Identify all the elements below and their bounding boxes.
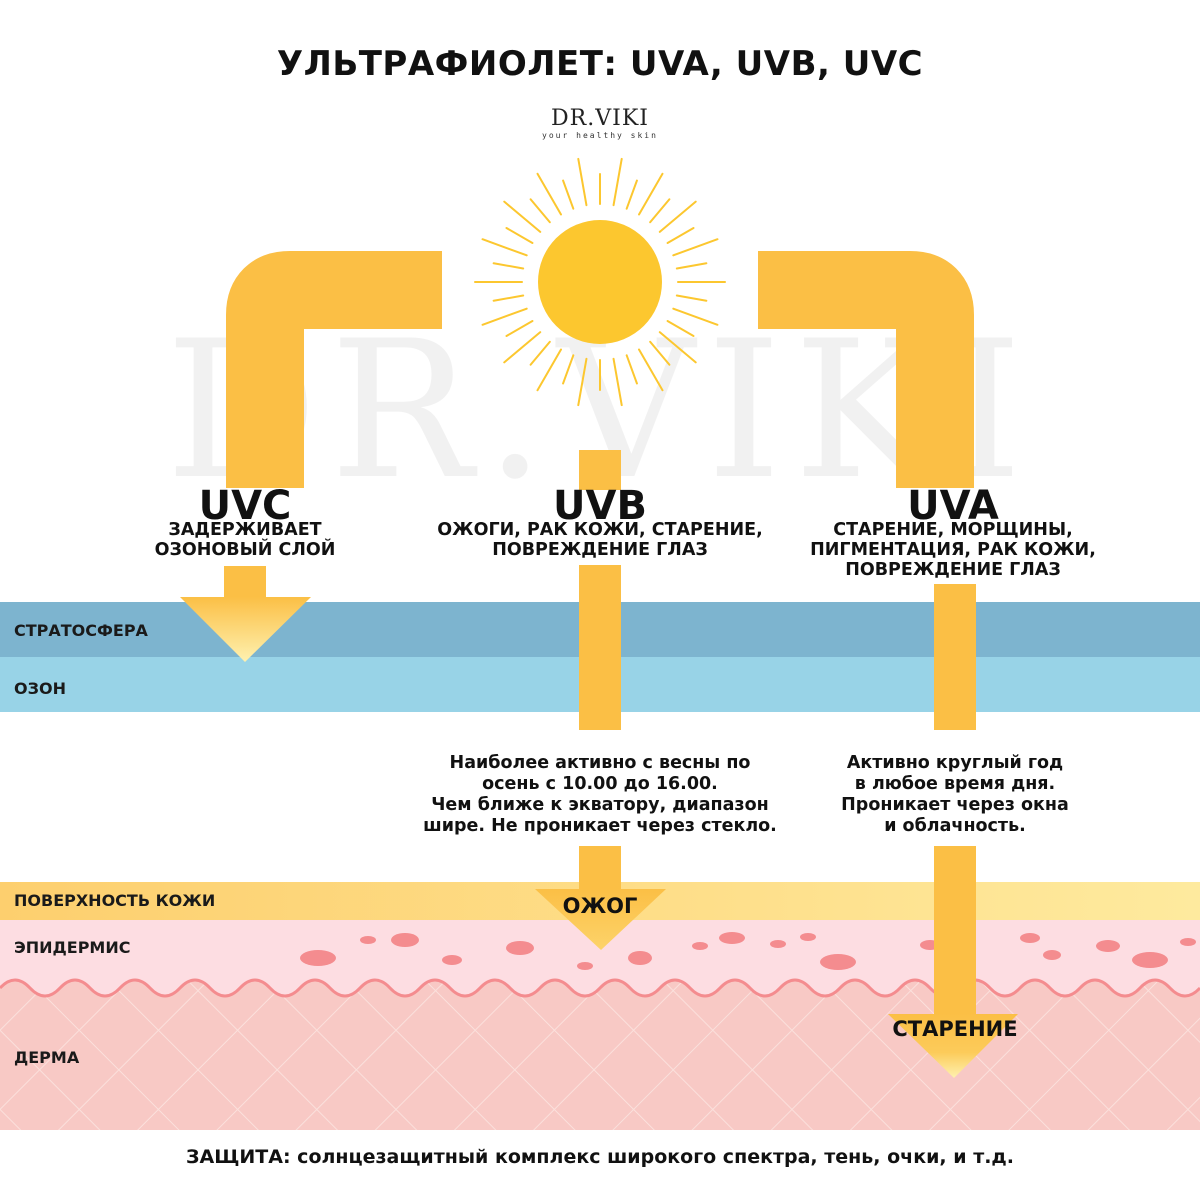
logo-tagline: your healthy skin: [542, 131, 658, 140]
uvb-info-line: Наиболее активно с весны по: [449, 753, 751, 773]
sun-ray: [638, 348, 664, 392]
sun-ray: [536, 348, 562, 392]
uva-info: Активно круглый год в любое время дня. П…: [800, 753, 1110, 837]
sun-ray: [562, 179, 575, 210]
layer-label-dermis: ДЕРМА: [14, 1048, 80, 1067]
uvc-arrow-head: [180, 597, 311, 662]
uvc-title: UVC: [198, 483, 292, 529]
uvb-description-line: ОЖОГИ, РАК КОЖИ, СТАРЕНИЕ,: [437, 520, 763, 540]
uvc-description-line: ОЗОНОВЫЙ СЛОЙ: [154, 540, 336, 560]
layer-label-stratosphere: СТРАТОСФЕРА: [14, 621, 148, 640]
sun-ray: [481, 238, 528, 257]
uvb-arrow-mid-segment: [579, 565, 621, 730]
sun-ray: [481, 307, 528, 326]
sun-ray: [492, 294, 525, 302]
sun-ray: [505, 320, 534, 337]
layer-label-epidermis: ЭПИДЕРМИС: [14, 938, 131, 957]
sun-ray: [672, 307, 719, 326]
sun-ray: [562, 354, 575, 385]
sun-icon: [538, 220, 662, 344]
footer-protection-note: ЗАЩИТА: солнцезащитный комплекс широкого…: [186, 1146, 1014, 1168]
layer-label-ozone: ОЗОН: [14, 679, 66, 698]
sun-ray: [503, 200, 542, 233]
uvb-info-line: осень с 10.00 до 16.00.: [482, 774, 718, 794]
uvb-result-label: ОЖОГ: [562, 894, 638, 918]
sun-ray: [658, 200, 697, 233]
sun-ray: [529, 198, 551, 224]
uva-description-line: ПОВРЕЖДЕНИЕ ГЛАЗ: [845, 560, 1061, 580]
sun-ray: [577, 357, 588, 407]
uva-description-line: ПИГМЕНТАЦИЯ, РАК КОЖИ,: [810, 540, 1096, 560]
uva-info-line: в любое время дня.: [854, 774, 1056, 794]
sun-ray: [638, 172, 664, 216]
uvc-arrow-stem: [224, 566, 266, 598]
epidermis-band: [0, 920, 1200, 996]
sun-ray: [492, 262, 525, 270]
uvb-arrow-top-segment: [579, 450, 621, 490]
uva-title: UVA: [907, 483, 999, 529]
uvb-info: Наиболее активно с весны по осень с 10.0…: [400, 753, 800, 837]
uva-arrow-mid-segment: [934, 584, 976, 730]
uva-description-line: СТАРЕНИЕ, МОРЩИНЫ,: [833, 520, 1073, 540]
sun-ray: [503, 331, 542, 364]
uvc-description: ЗАДЕРЖИВАЕТ ОЗОНОВЫЙ СЛОЙ: [95, 520, 395, 560]
sun-ray: [625, 354, 638, 385]
sun-ray: [672, 238, 719, 257]
uva-result-label: СТАРЕНИЕ: [892, 1017, 1018, 1041]
sun-ray: [675, 262, 708, 270]
uvc-arrow-shaft: [226, 251, 442, 488]
uva-info-line: и облачность.: [884, 816, 1026, 836]
sun-ray: [649, 340, 671, 366]
uva-info-line: Проникает через окна: [841, 795, 1069, 815]
uva-arrow-bottom-segment: [934, 846, 976, 1016]
uvb-description-line: ПОВРЕЖДЕНИЕ ГЛАЗ: [492, 540, 708, 560]
page-title: УЛЬТРАФИОЛЕТ: UVA, UVB, UVC: [276, 44, 924, 84]
sun-ray: [577, 157, 588, 207]
sun-ray: [675, 294, 708, 302]
sun-ray: [658, 331, 697, 364]
uvb-info-line: шире. Не проникает через стекло.: [423, 816, 777, 836]
uvc-description-line: ЗАДЕРЖИВАЕТ: [168, 520, 322, 540]
sun-ray: [505, 227, 534, 244]
uva-arrow-head: [888, 1014, 1018, 1078]
sun-ray: [666, 227, 695, 244]
uva-description: СТАРЕНИЕ, МОРЩИНЫ, ПИГМЕНТАЦИЯ, РАК КОЖИ…: [793, 520, 1113, 580]
sun-rays: [474, 157, 726, 407]
uva-info-line: Активно круглый год: [846, 753, 1064, 773]
uva-arrow-shaft: [758, 251, 974, 488]
sun-ray: [666, 320, 695, 337]
sun-ray: [612, 357, 623, 407]
uvb-arrow-bottom-segment: [579, 846, 621, 890]
sun-ray: [625, 179, 638, 210]
sun-ray: [529, 340, 551, 366]
sun-ray: [612, 157, 623, 207]
epidermis-cells: [300, 932, 1196, 970]
sun-ray: [649, 198, 671, 224]
sun-ray: [536, 172, 562, 216]
epidermis-wave-line: [0, 978, 1200, 998]
logo: DR.VIKI: [551, 106, 649, 131]
uvb-info-line: Чем ближе к экватору, диапазон: [431, 795, 769, 815]
uvb-title: UVB: [553, 483, 647, 529]
layer-label-skin-surface: ПОВЕРХНОСТЬ КОЖИ: [14, 891, 216, 910]
uvb-description: ОЖОГИ, РАК КОЖИ, СТАРЕНИЕ, ПОВРЕЖДЕНИЕ Г…: [420, 520, 780, 560]
uvb-arrow-head: [535, 889, 666, 950]
dermis-band: [0, 980, 1200, 1130]
